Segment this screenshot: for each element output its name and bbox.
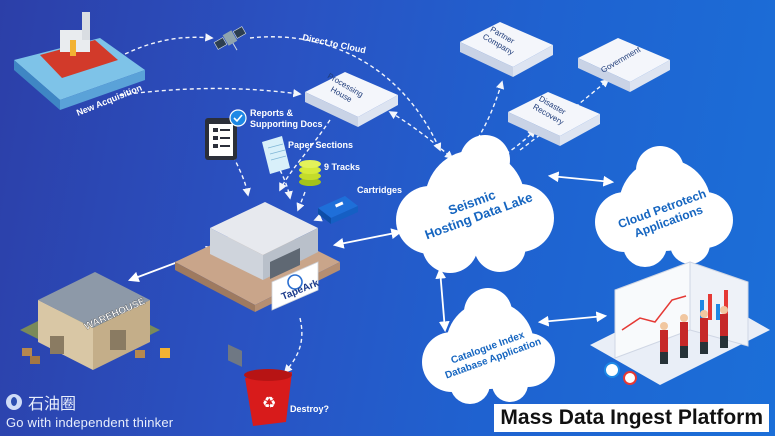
cloud-petrotech-applications: Cloud Petrotech Applications [595,146,733,267]
tape-reels-icon [299,160,321,186]
catalogue-index-database-cloud: Catalogue Index Database Application [422,288,555,404]
warehouse-building [20,272,170,370]
direct-to-cloud-label: Direct to Cloud [302,32,367,55]
nine-tracks-label: 9 Tracks [324,162,360,172]
seismic-data-lake-cloud: Seismic Hosting Data Lake [396,135,554,273]
paper-sections-icon [262,136,290,174]
processing-house-box: Processing House [305,71,398,127]
watermark-name: 石油圈 [28,394,77,413]
reports-docs-line1: Reports & [250,108,294,118]
clipboard-checklist-icon [205,109,247,160]
diagram-title: Mass Data Ingest Platform [494,404,769,432]
satellite-icon [213,26,247,51]
analytics-team-illustration [590,261,770,385]
ship-platform-icon [14,12,145,110]
destroy-label: Destroy? [290,404,329,414]
reports-docs-line2: Supporting Docs [250,119,323,129]
paper-sections-label: Paper Sections [288,140,353,150]
cartridges-label: Cartridges [357,185,402,195]
partner-company-box: Partner Company [460,22,553,77]
recycle-bin-icon: ♻ [244,369,292,426]
svg-text:♻: ♻ [262,393,276,412]
government-box: Government [578,38,670,92]
svg-text:Reports & Supporting Docs: Reports & Supporting Docs [250,108,323,129]
solid-connectors [127,171,615,333]
watermark: 石油圈 Go with independent thinker [6,390,173,430]
tapeark-facility [175,202,340,367]
watermark-logo-icon [6,394,22,410]
disaster-recovery-box: Disaster Recovery [508,92,600,146]
watermark-tagline: Go with independent thinker [6,415,174,430]
cartridge-icon [318,196,358,224]
